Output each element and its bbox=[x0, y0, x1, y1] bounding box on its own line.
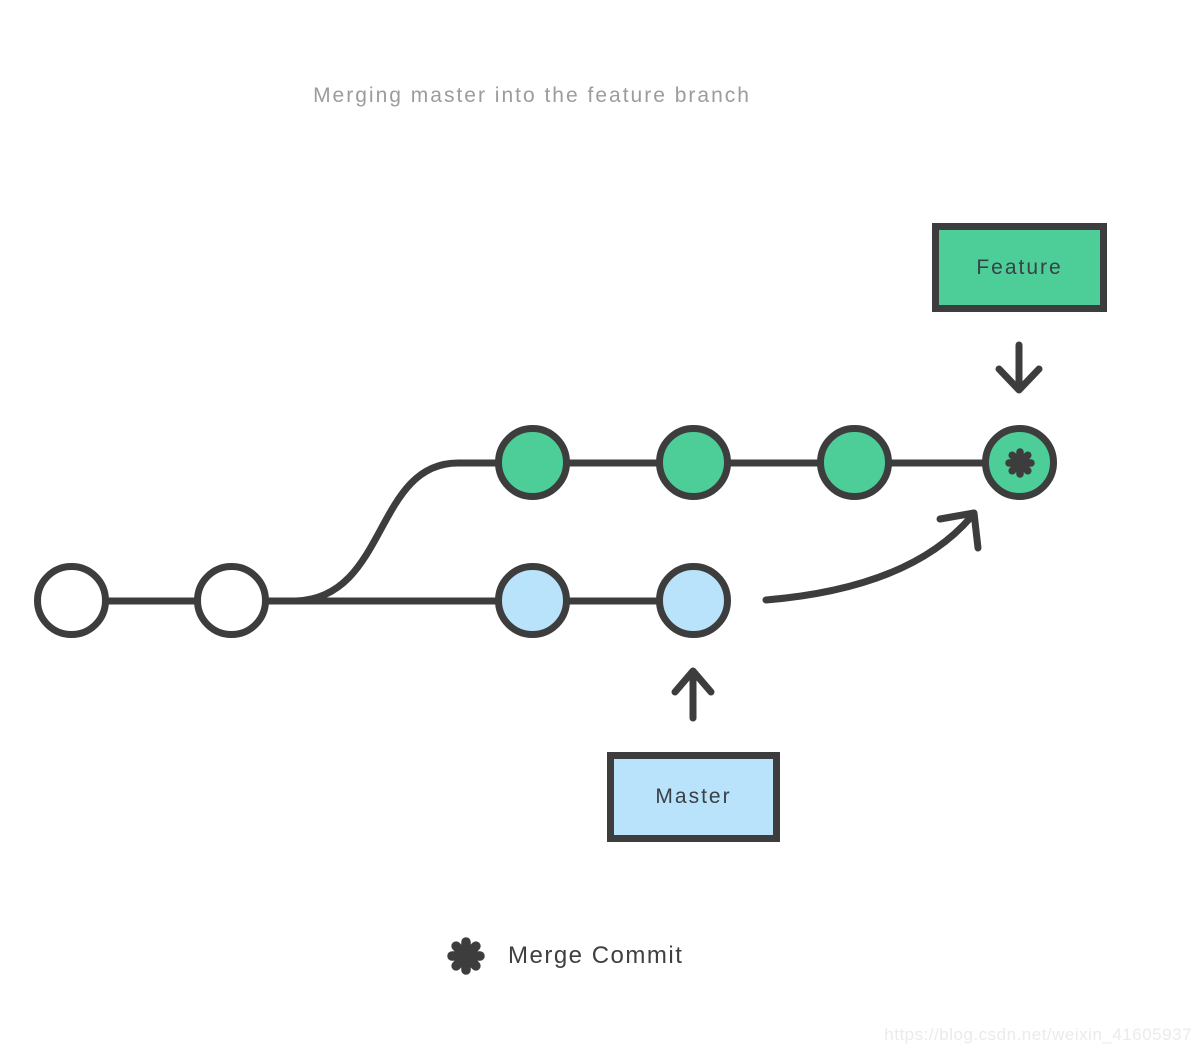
feature-pointer-arrow-icon bbox=[995, 341, 1043, 394]
legend-asterisk-icon bbox=[447, 937, 485, 975]
feature-pointer-head bbox=[995, 365, 1043, 394]
commit-node-feature-1 bbox=[495, 425, 570, 500]
feature-branch-line bbox=[295, 459, 1020, 605]
merge-arrow-head-icon bbox=[936, 509, 982, 552]
commit-node-base-1 bbox=[34, 563, 109, 638]
merge-commit-asterisk-icon bbox=[1004, 447, 1035, 478]
commit-node-merge bbox=[982, 425, 1057, 500]
merge-arrow-curve bbox=[762, 513, 975, 604]
commit-node-master-1 bbox=[495, 563, 570, 638]
diagram-title: Merging master into the feature branch bbox=[313, 84, 751, 107]
feature-branch-label: Feature bbox=[932, 223, 1107, 312]
watermark-text: https://blog.csdn.net/weixin_41605937 bbox=[884, 1025, 1192, 1044]
legend-label: Merge Commit bbox=[508, 942, 684, 969]
commit-node-feature-3 bbox=[817, 425, 892, 500]
feature-label-text: Feature bbox=[976, 255, 1063, 279]
commit-node-feature-2 bbox=[656, 425, 731, 500]
master-branch-label: Master bbox=[607, 752, 780, 842]
commit-node-base-2 bbox=[194, 563, 269, 638]
commit-node-master-2 bbox=[656, 563, 731, 638]
master-label-text: Master bbox=[655, 785, 732, 808]
master-pointer-head bbox=[671, 667, 715, 696]
master-pointer-arrow-icon bbox=[671, 667, 715, 722]
legend: Merge Commit bbox=[446, 936, 683, 976]
